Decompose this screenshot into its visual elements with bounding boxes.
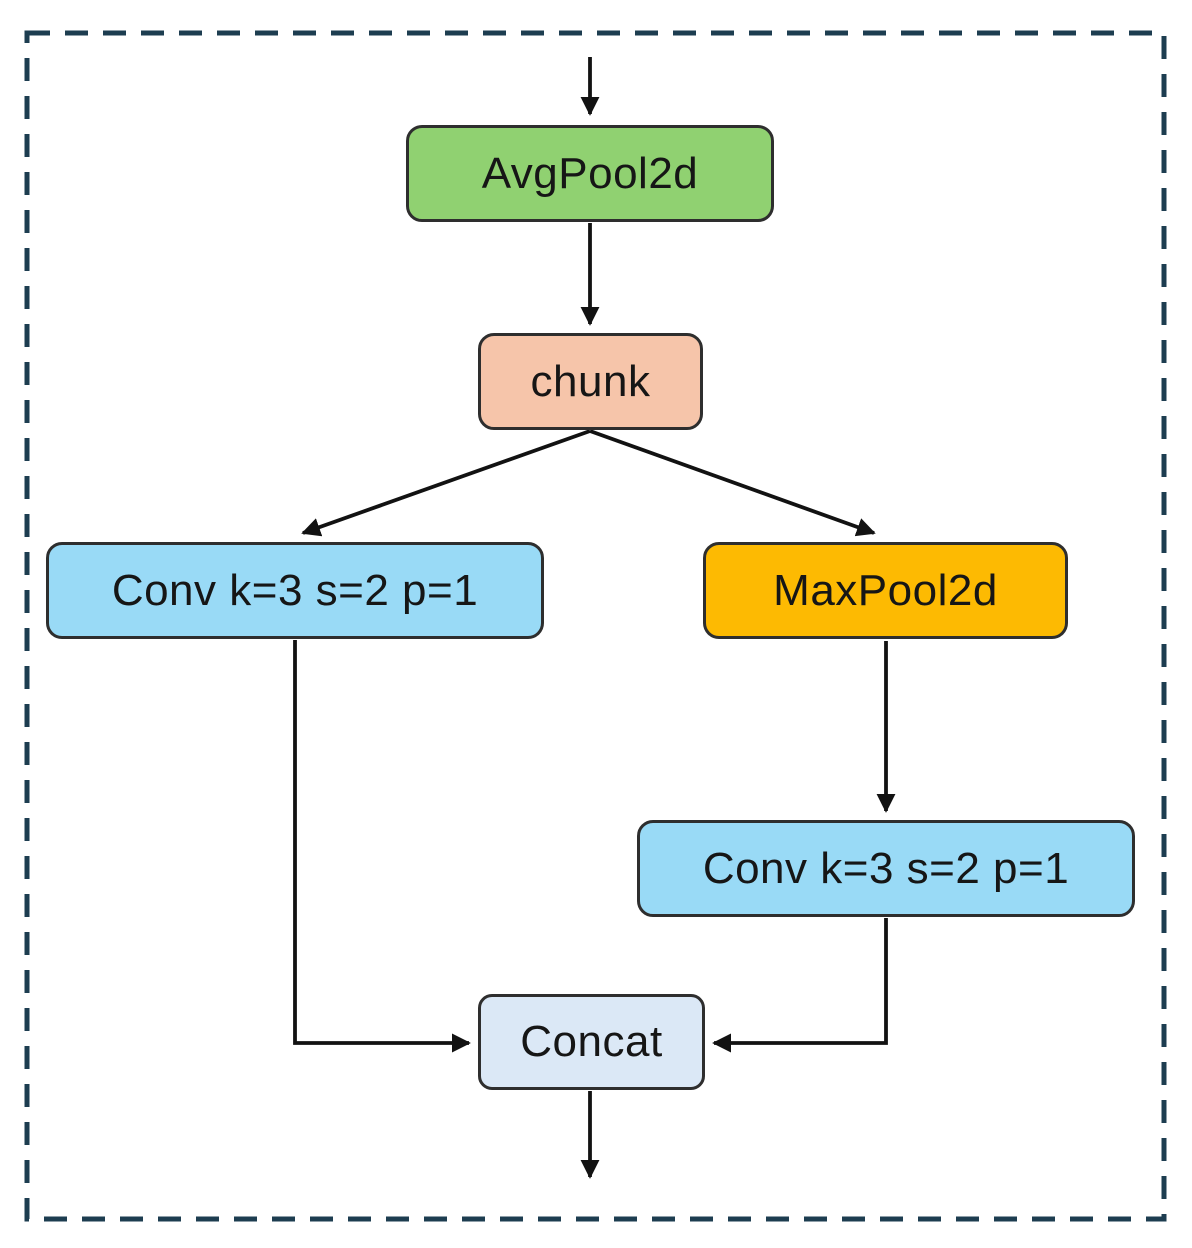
- edge-conv-left-concat: [293, 640, 471, 1053]
- dashed-border: [24, 30, 1167, 1222]
- node-conv-left: Conv k=3 s=2 p=1: [46, 542, 544, 639]
- node-concat: Concat: [478, 994, 705, 1090]
- node-conv-right-label: Conv k=3 s=2 p=1: [702, 843, 1070, 893]
- node-chunk: chunk: [478, 333, 703, 430]
- edge-chunk-conv-left: [301, 429, 591, 537]
- edge-chunk-maxpool2d: [589, 429, 876, 537]
- edge-conv-right-concat: [712, 918, 888, 1053]
- node-avgpool2d: AvgPool2d: [406, 125, 774, 222]
- node-maxpool2d: MaxPool2d: [703, 542, 1068, 639]
- node-avgpool2d-label: AvgPool2d: [481, 148, 699, 198]
- node-maxpool2d-label: MaxPool2d: [773, 565, 998, 615]
- node-conv-left-label: Conv k=3 s=2 p=1: [111, 565, 479, 615]
- node-chunk-label: chunk: [530, 356, 651, 406]
- node-concat-label: Concat: [520, 1017, 663, 1066]
- node-conv-right: Conv k=3 s=2 p=1: [637, 820, 1135, 917]
